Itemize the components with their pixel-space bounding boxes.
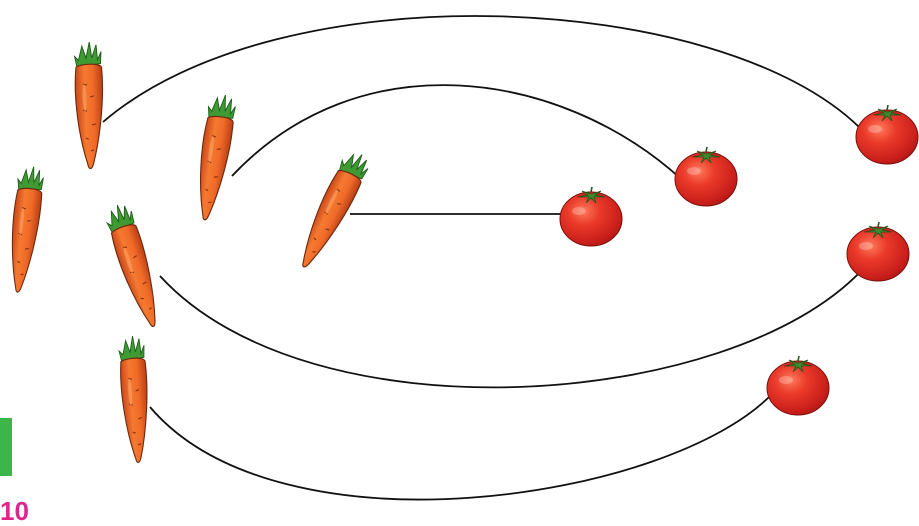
match-line-4 xyxy=(160,270,862,387)
section-tab xyxy=(0,418,12,476)
carrot-icon xyxy=(102,201,167,330)
match-line-5 xyxy=(150,394,772,499)
tomato-icon xyxy=(847,222,909,281)
carrot-icon xyxy=(118,335,153,463)
page-number: 10 xyxy=(0,496,29,526)
carrot-icon xyxy=(192,93,237,222)
carrot-icon xyxy=(6,165,45,294)
tomato-icon xyxy=(675,147,737,206)
carrot-icon xyxy=(293,148,373,274)
matching-lines xyxy=(103,16,862,499)
tomato-icon xyxy=(856,105,918,164)
carrot-icon xyxy=(74,42,106,169)
tomato-icon xyxy=(560,187,622,246)
match-line-2 xyxy=(232,85,680,178)
tomato-icon xyxy=(767,356,829,415)
